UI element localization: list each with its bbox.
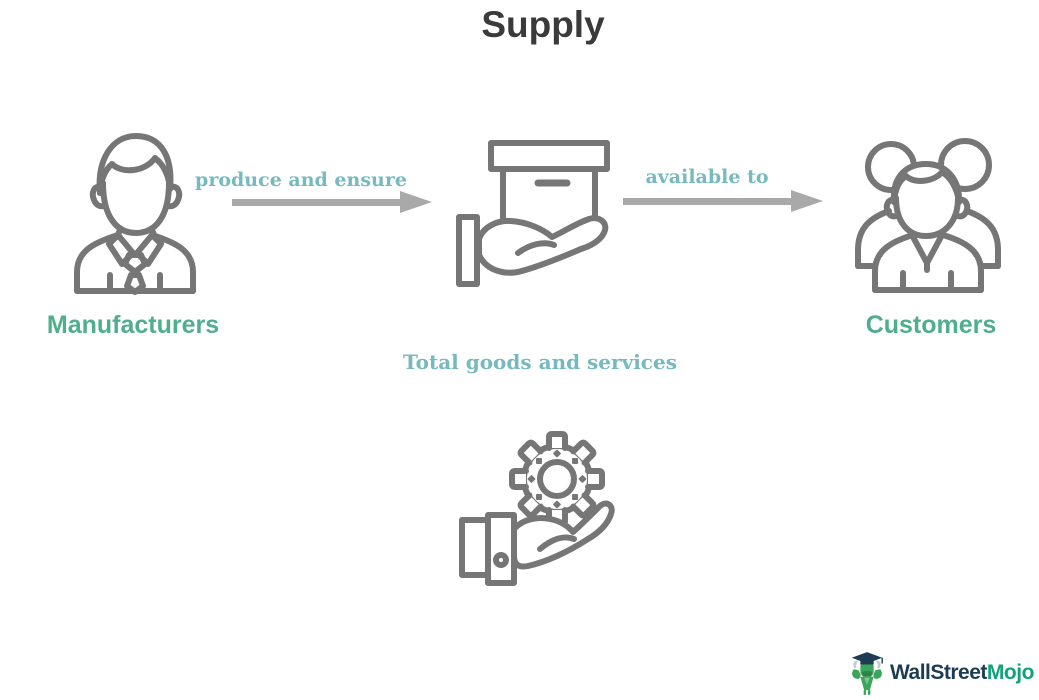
arrow1-label: produce and ensure	[195, 169, 407, 191]
arrow2-label: available to	[645, 166, 769, 188]
customers-label: Customers	[865, 311, 997, 339]
logo-text-secondary: Mojo	[986, 661, 1034, 684]
arrow-right-icon	[623, 189, 823, 213]
hand-holding-box-icon	[456, 140, 610, 287]
people-group-icon	[855, 138, 1001, 293]
wallstreetmojo-logo: WallStreetMojo	[848, 650, 1034, 696]
manufacturers-label: Manufacturers	[46, 311, 220, 339]
logo-wordmark: WallStreetMojo	[890, 661, 1034, 685]
page-title: Supply	[481, 4, 605, 45]
logo-text-primary: WallStreet	[890, 661, 987, 684]
goods-label: Total goods and services	[403, 350, 677, 374]
businessman-icon	[74, 133, 196, 295]
bull-mascot-icon	[851, 652, 883, 695]
arrow-right-icon	[232, 190, 432, 214]
hand-holding-gear-icon	[459, 431, 615, 586]
